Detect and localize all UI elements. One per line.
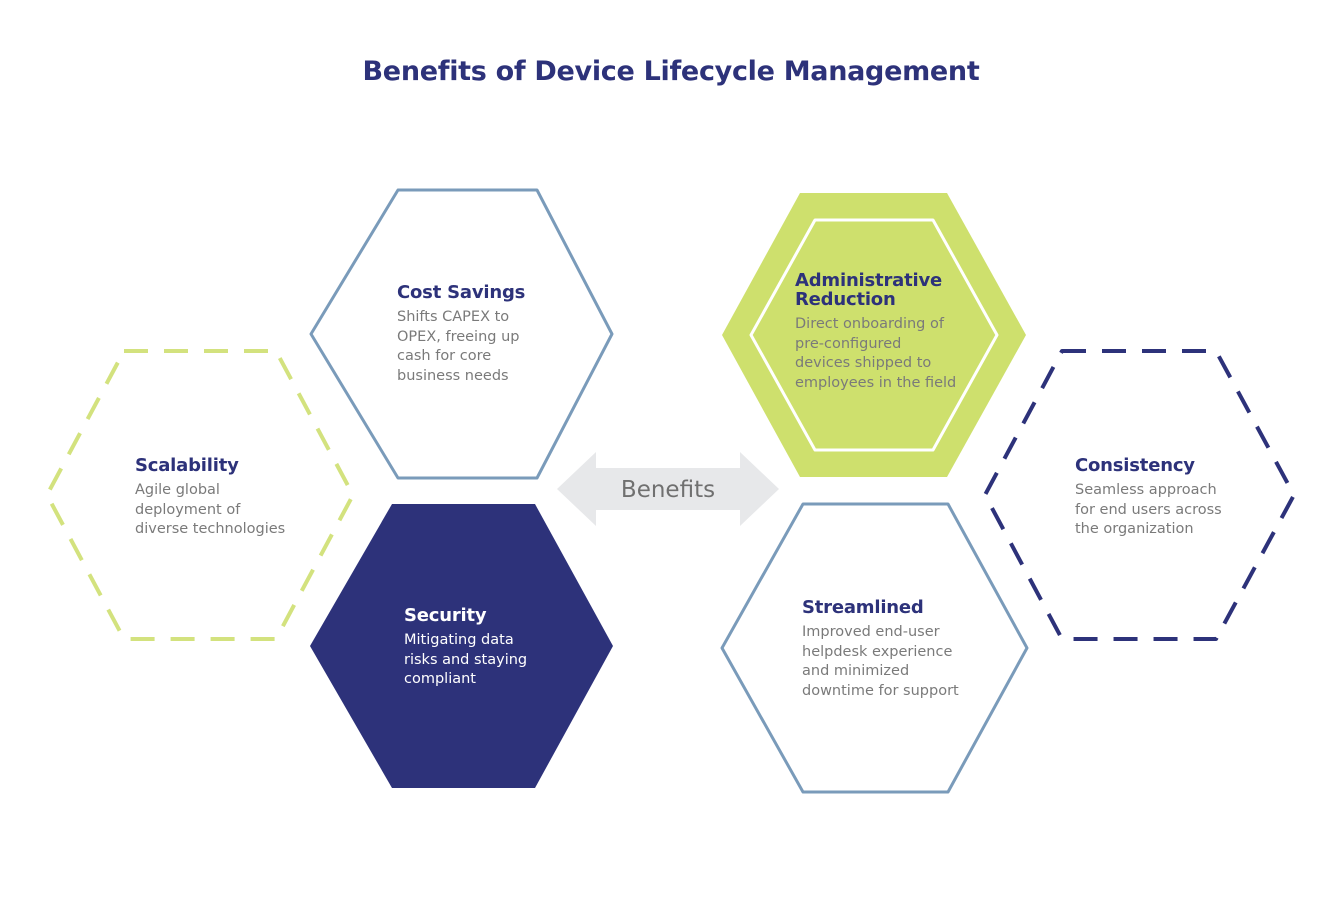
- cost-savings-card: Cost Savings Shifts CAPEX to OPEX, freei…: [397, 283, 525, 386]
- scalability-title: Scalability: [135, 455, 239, 476]
- administrative-reduction-inner-outline: [749, 218, 999, 452]
- consistency-card: Consistency Seamless approach for end us…: [1075, 456, 1222, 540]
- administrative-reduction-title: Administrative Reduction: [795, 270, 942, 310]
- streamlined-card: Streamlined Improved end-user helpdesk e…: [802, 598, 959, 701]
- cost-savings-title: Cost Savings: [397, 282, 526, 303]
- security-title: Security: [404, 605, 487, 626]
- scalability-card: Scalability Agile global deployment of d…: [135, 456, 285, 540]
- consistency-hexagon: [983, 349, 1296, 641]
- streamlined-hexagon: [720, 502, 1029, 794]
- scalability-description: Agile global deployment of diverse techn…: [135, 482, 286, 537]
- consistency-description: Seamless approach for end users across t…: [1075, 482, 1222, 537]
- cost-savings-description: Shifts CAPEX to OPEX, freeing up cash fo…: [397, 309, 520, 384]
- streamlined-title: Streamlined: [802, 597, 924, 618]
- administrative-reduction-hexagon: [722, 193, 1026, 477]
- streamlined-description: Improved end-user helpdesk experience an…: [802, 624, 959, 699]
- benefits-double-arrow: [557, 452, 779, 526]
- security-card: Security Mitigating data risks and stayi…: [404, 606, 527, 690]
- security-description: Mitigating data risks and staying compli…: [404, 632, 528, 687]
- security-hexagon: [310, 504, 613, 788]
- administrative-reduction-description: Direct onboarding of pre-configured devi…: [795, 316, 957, 391]
- consistency-title: Consistency: [1075, 455, 1195, 476]
- page-title: Benefits of Device Lifecycle Management: [362, 56, 980, 87]
- administrative-reduction-card: Administrative Reduction Direct onboardi…: [795, 271, 956, 393]
- cost-savings-hexagon: [309, 188, 614, 480]
- benefits-label: Benefits: [621, 477, 715, 503]
